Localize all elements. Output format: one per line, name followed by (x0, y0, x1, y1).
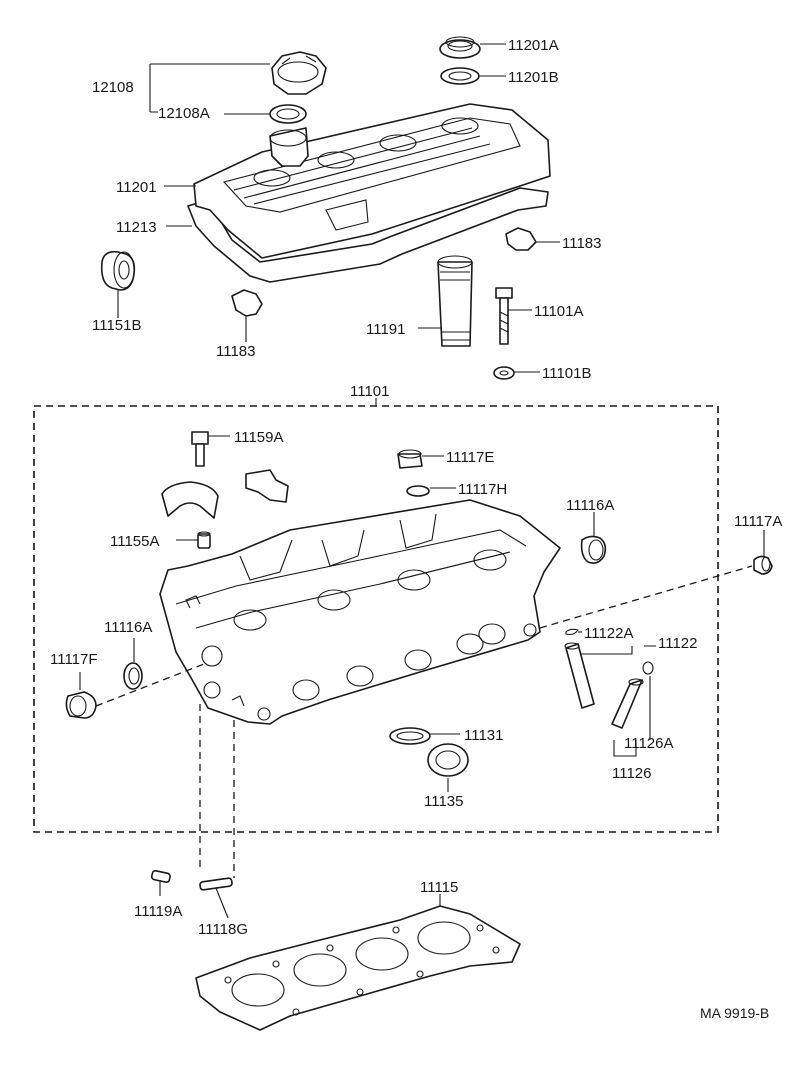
bearing-cap-right-part (245, 469, 289, 503)
cylinder-head-part (159, 499, 561, 725)
label-11122: 11122 (658, 635, 698, 652)
label-11183-left: 11183 (216, 343, 256, 360)
valve-cover-part (193, 103, 551, 259)
oil-filler-cap-part (271, 51, 327, 95)
valve-guide-11122-part (564, 642, 595, 709)
label-11155a: 11155A (110, 533, 160, 550)
seal-plug-left-part (231, 289, 263, 317)
label-12108: 12108 (92, 79, 134, 96)
seal-11151b-part (100, 250, 136, 291)
plug-11117a-part (753, 555, 773, 575)
pin-11119a-part (150, 869, 171, 884)
label-11126a: 11126A (624, 735, 674, 752)
o-ring-11117h-part (406, 485, 430, 497)
grommet-11201b-part (440, 67, 480, 85)
label-11126: 11126 (612, 765, 652, 782)
label-11116a-right: 11116A (566, 497, 614, 514)
valve-cover-gasket-part (187, 187, 549, 283)
bolt-11159a-part (191, 431, 209, 467)
seal-11116a-right-part (580, 535, 607, 564)
label-12108a: 12108A (158, 105, 210, 122)
label-11201b: 11201B (508, 69, 559, 86)
bearing-cap-left-part (161, 481, 219, 519)
label-11119a: 11119A (134, 903, 182, 920)
bolt-11101a-part (495, 287, 513, 345)
label-11117h: 11117H (458, 481, 507, 498)
grommet-11201a-part (439, 36, 481, 59)
clip-11126a-part (642, 661, 654, 675)
label-11159a: 11159A (234, 429, 284, 446)
label-11131: 11131 (464, 727, 504, 744)
label-11122a: 11122A (584, 625, 634, 642)
valve-guide-11126-part (611, 678, 644, 729)
pin-11155a-part (197, 531, 211, 549)
label-11116a-left: 11116A (104, 619, 152, 636)
figure-code: MA 9919-B (700, 1005, 769, 1021)
washer-11101b-part (493, 366, 515, 380)
label-11117a: 11117A (734, 513, 782, 530)
gasket-11135-part (427, 743, 469, 777)
leader-lines (79, 43, 765, 919)
alignment-dashes (95, 565, 753, 878)
label-11201a: 11201A (508, 37, 559, 54)
label-11191: 11191 (366, 321, 406, 338)
label-11101a: 11101A (534, 303, 584, 320)
seal-plug-right-part (505, 227, 537, 251)
label-11115: 11115 (420, 879, 458, 896)
plug-11117f-part (65, 691, 97, 719)
label-11101: 11101 (350, 383, 390, 400)
clip-11122a-part (565, 628, 579, 636)
label-11213: 11213 (116, 219, 157, 236)
label-11135: 11135 (424, 793, 464, 810)
seal-11116a-left-part (123, 662, 143, 690)
label-11117f: 11117F (50, 651, 98, 668)
label-11151b: 11151B (92, 317, 142, 334)
cap-gasket-part (269, 104, 307, 124)
label-11101b: 11101B (542, 365, 592, 382)
label-11183-right: 11183 (562, 235, 602, 252)
label-11118g: 11118G (198, 921, 248, 938)
plug-11117e-part (397, 449, 423, 469)
head-gasket-part (195, 905, 521, 1031)
gasket-11131-part (389, 727, 431, 745)
label-11117e: 11117E (446, 449, 494, 466)
label-11201: 11201 (116, 179, 157, 196)
spark-plug-tube-part (437, 255, 473, 347)
